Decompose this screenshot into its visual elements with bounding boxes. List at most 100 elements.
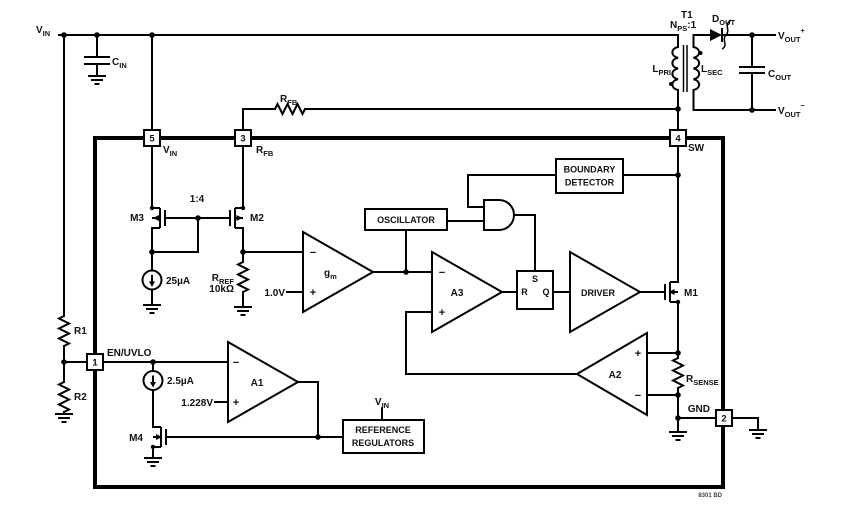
lpri-label: LPRI <box>652 64 671 77</box>
oscillator-label: OSCILLATOR <box>377 215 435 225</box>
a2-minus-sign: − <box>635 390 641 402</box>
primary-winding <box>671 46 679 91</box>
a1-minus-sign: − <box>233 357 239 369</box>
en-current-label: 2.5µA <box>167 376 194 387</box>
gm-amplifier <box>286 230 433 314</box>
gm-plus-sign: + <box>310 287 316 299</box>
pin3-number: 3 <box>240 134 245 145</box>
mirror-ratio-label: 1:4 <box>190 194 205 205</box>
diode-dout <box>710 19 776 50</box>
pin5-number: 5 <box>149 134 155 145</box>
sr-latch <box>516 270 571 310</box>
cin-label: CIN <box>112 57 127 70</box>
secondary-polarity-dot <box>698 51 703 55</box>
transformer-core <box>682 45 688 92</box>
pin2-name-label: GND <box>688 404 710 415</box>
current-source-25ua <box>141 269 163 314</box>
pin3-name-label: RFB <box>256 145 274 158</box>
pin-4: 4 <box>669 129 687 147</box>
ground-symbol <box>87 75 107 85</box>
reference-regulators-label-line2: REGULATORS <box>352 438 414 448</box>
boundary-detector-label-line1: BOUNDARY <box>564 165 616 175</box>
rfb-label: RFB <box>280 94 298 107</box>
latch-q-label: Q <box>542 287 549 297</box>
figure-note: 8301 BD <box>698 493 722 499</box>
ground-symbol <box>142 304 162 314</box>
gm-minus-sign: − <box>310 247 316 259</box>
cout-capacitor <box>739 34 776 111</box>
a1-label: A1 <box>251 378 264 389</box>
a3-minus-sign: − <box>439 267 445 279</box>
nps-ratio-label: NPS:1 <box>670 20 697 33</box>
ground-symbol <box>143 457 163 467</box>
pin-1: 1 <box>86 353 104 371</box>
latch-r-label: R <box>521 287 528 297</box>
a1-plus-sign: + <box>233 397 239 409</box>
pin1-number: 1 <box>92 358 98 369</box>
a3-plus-sign: + <box>439 307 445 319</box>
reference-regulators-label-line1: REFERENCE <box>355 425 411 435</box>
comparator-a1 <box>214 340 319 438</box>
rsense-label: RSENSE <box>686 374 719 387</box>
junction-dots <box>61 32 755 450</box>
mirror-gate-tie <box>151 217 199 253</box>
ref-reg-vin-label: VIN <box>375 397 389 410</box>
transformer-t1 <box>669 34 753 131</box>
amplifier-a2 <box>405 311 679 417</box>
ic-outline <box>93 136 725 489</box>
mosfet-m2 <box>197 207 243 229</box>
pin5-name-label: VIN <box>163 145 177 158</box>
pin2-external-ground <box>731 417 768 439</box>
resistor-r2 <box>54 381 74 423</box>
primary-polarity-dot <box>669 82 673 86</box>
r2-label: R2 <box>74 392 87 403</box>
pin-3: 3 <box>234 129 252 147</box>
dout-label: DOUT <box>712 14 735 27</box>
pin2-number: 2 <box>721 414 726 425</box>
m4-label: M4 <box>129 433 143 444</box>
vout-plus-label: VOUT+ <box>778 26 806 44</box>
pin-5: 5 <box>143 129 161 147</box>
resistor-rref <box>233 227 304 316</box>
pin-2: 2 <box>715 409 733 427</box>
bias-current-label: 25µA <box>166 276 190 287</box>
mosfet-m3 <box>152 207 199 229</box>
oscillator-block <box>364 208 485 273</box>
pin4-number: 4 <box>675 134 681 145</box>
t1-label: T1 <box>681 10 693 21</box>
and-gate <box>483 199 536 272</box>
resistor-rsense <box>668 357 717 441</box>
a1-ref-voltage-label: 1.228V <box>181 398 213 409</box>
boundary-detector-block <box>467 158 679 208</box>
ground-symbol <box>748 429 768 439</box>
resistor-r1 <box>56 315 72 347</box>
reference-regulators-block <box>317 407 425 454</box>
r1-label: R1 <box>74 326 87 337</box>
rfb-feedback-resistor <box>242 101 679 131</box>
gm-ref-voltage-label: 1.0V <box>264 288 285 299</box>
rref-label: RREF <box>212 273 235 286</box>
secondary-winding <box>693 46 701 91</box>
vout-minus-label: VOUT− <box>778 101 806 119</box>
rref-value-label: 10kΩ <box>209 284 234 295</box>
mosfet-m1 <box>664 281 679 359</box>
ground-symbol <box>54 413 74 423</box>
lsec-label: LSEC <box>701 64 723 77</box>
driver-label: DRIVER <box>581 288 616 298</box>
pin4-name-label: SW <box>688 143 705 154</box>
mosfet-m4 <box>143 426 319 467</box>
a2-plus-sign: + <box>635 348 641 360</box>
cout-label: COUT <box>768 69 791 82</box>
boundary-detector-label-line2: DETECTOR <box>565 178 615 188</box>
driver-buffer <box>569 250 666 334</box>
current-source-2p5ua <box>142 361 164 428</box>
comparator-a3 <box>405 250 518 334</box>
m3-label: M3 <box>130 213 144 224</box>
cin-capacitor <box>84 34 110 85</box>
m2-label: M2 <box>250 213 264 224</box>
vin-source-label: VIN <box>36 25 50 38</box>
pin1-name-label: EN/UVLO <box>107 348 152 359</box>
a3-label: A3 <box>451 288 464 299</box>
